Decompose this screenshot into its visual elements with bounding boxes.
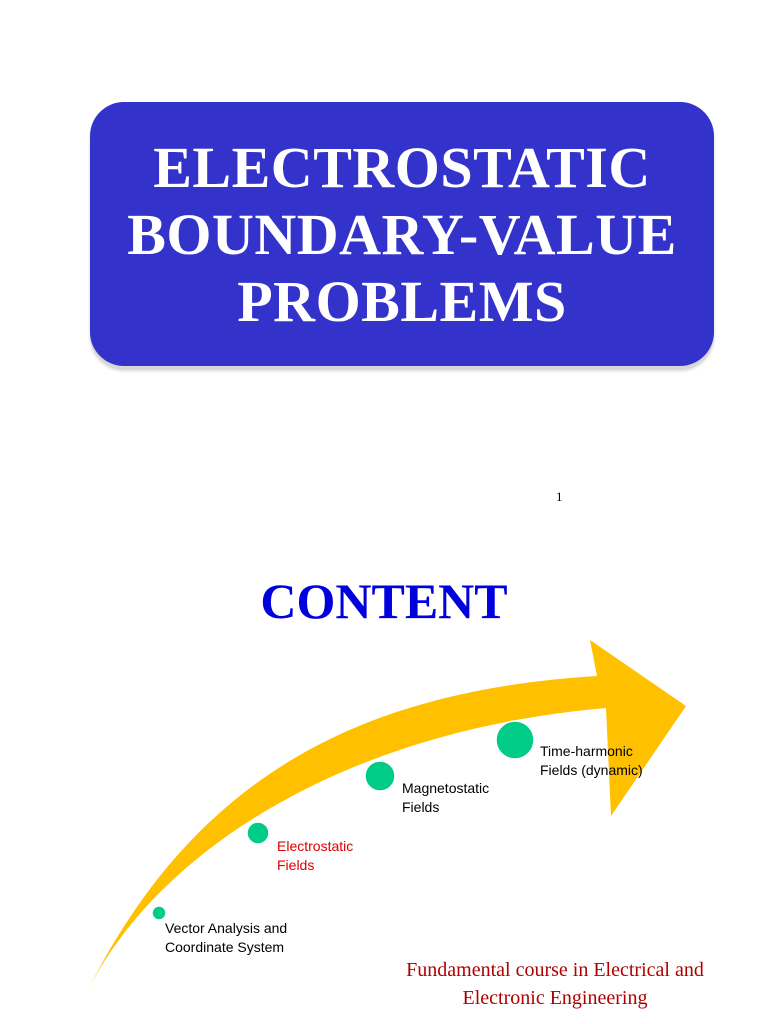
title-line-3: PROBLEMS [237, 268, 567, 334]
course-footer: Fundamental course in Electrical and Ele… [360, 956, 750, 1012]
title-box: ELECTROSTATIC BOUNDARY-VALUE PROBLEMS [90, 102, 714, 366]
stage-label-line: Time-harmonic [540, 743, 633, 759]
content-heading: CONTENT [260, 573, 508, 629]
stage-label-magnetostatic: Magnetostatic Fields [402, 779, 489, 817]
stage-label-line: Coordinate System [165, 939, 285, 955]
course-footer-line-1: Fundamental course in Electrical and [406, 959, 704, 981]
page-number: 1 [556, 489, 563, 504]
stage-label-line: Electrostatic [277, 838, 354, 854]
stage-label-time-harmonic: Time-harmonic Fields (dynamic) [540, 742, 643, 780]
milestone-dot-magnetostatic [364, 760, 396, 792]
stage-label-electrostatic: Electrostatic Fields [277, 837, 353, 875]
stage-label-line: Fields [277, 857, 315, 873]
course-footer-line-2: Electronic Engineering [462, 987, 648, 1009]
milestone-dot-vector [151, 905, 167, 921]
stage-label-vector-analysis: Vector Analysis and Coordinate System [165, 919, 287, 957]
stage-label-line: Fields [402, 799, 440, 815]
milestone-dot-electrostatic [246, 821, 270, 845]
roadmap-arrow-icon [84, 640, 686, 998]
title-line-1: ELECTROSTATIC [153, 134, 651, 200]
stage-label-line: Magnetostatic [402, 780, 490, 796]
title-line-2: BOUNDARY-VALUE [127, 201, 677, 267]
stage-label-line: Vector Analysis and [165, 920, 288, 936]
milestone-dot-time-harmonic [495, 720, 535, 760]
stage-label-line: Fields (dynamic) [540, 762, 643, 778]
